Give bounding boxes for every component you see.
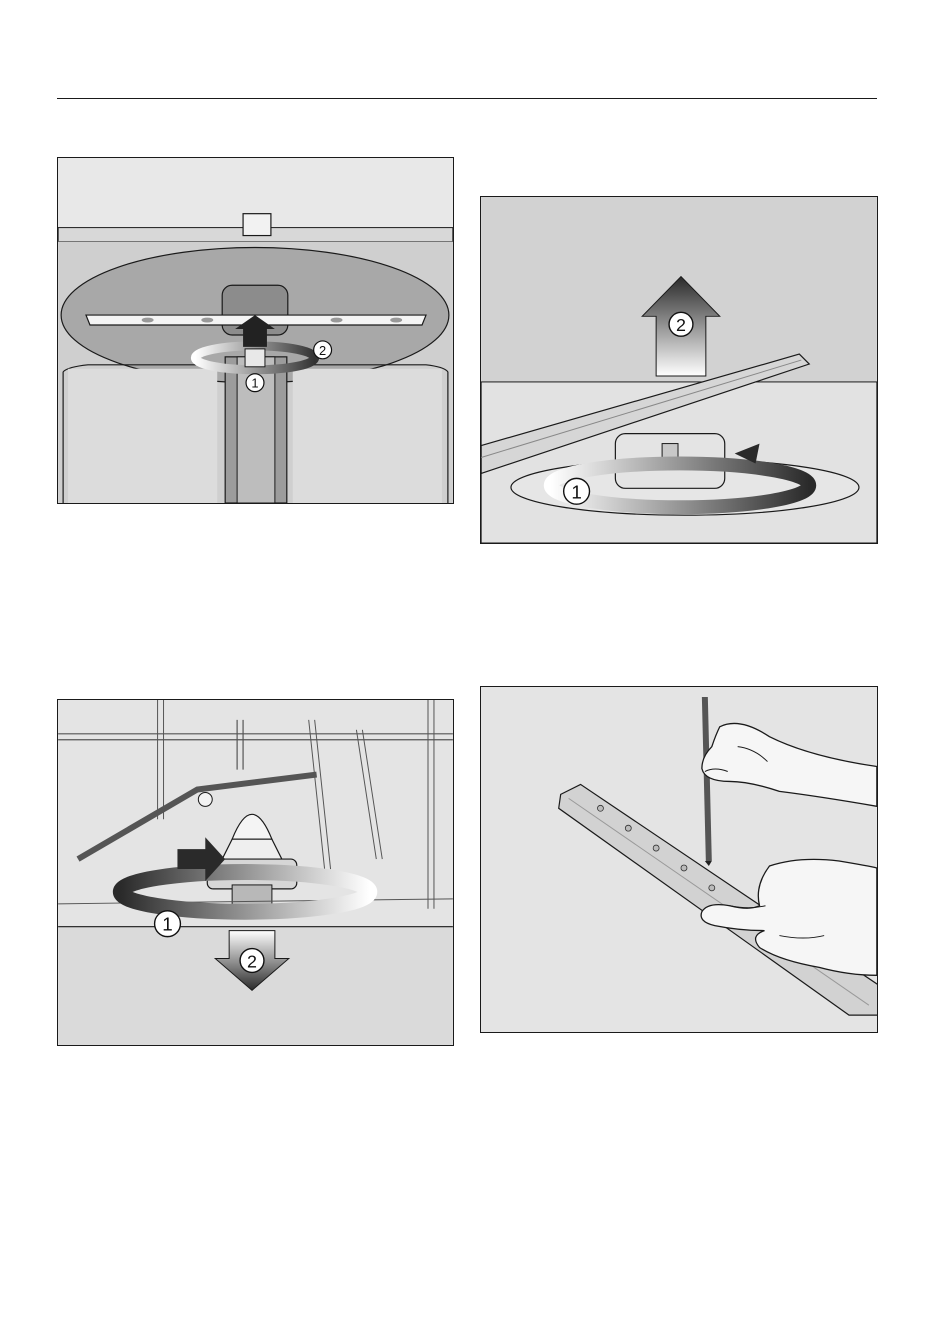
callout-2-label: 2: [247, 951, 257, 971]
figure-1-spray-arm-unscrew: 1 2: [57, 157, 454, 504]
header-rule: [57, 98, 877, 99]
callout-1-label: 1: [162, 915, 173, 936]
figure-1-illustration: 1 2: [58, 158, 453, 503]
callout-2-label: 2: [319, 343, 326, 358]
callout-2-label: 2: [676, 315, 686, 335]
figure-4-clean-nozzles: [480, 686, 878, 1033]
figure-2-spray-arm-lift-out: 2 1: [480, 196, 878, 544]
figure-3-illustration: 1 2: [58, 700, 453, 1045]
figure-4-illustration: [481, 687, 877, 1032]
figure-2-illustration: 2 1: [481, 197, 877, 543]
figure-3-upper-spray-arm: 1 2: [57, 699, 454, 1046]
callout-1-label: 1: [571, 482, 582, 503]
callout-1-label: 1: [251, 376, 258, 391]
